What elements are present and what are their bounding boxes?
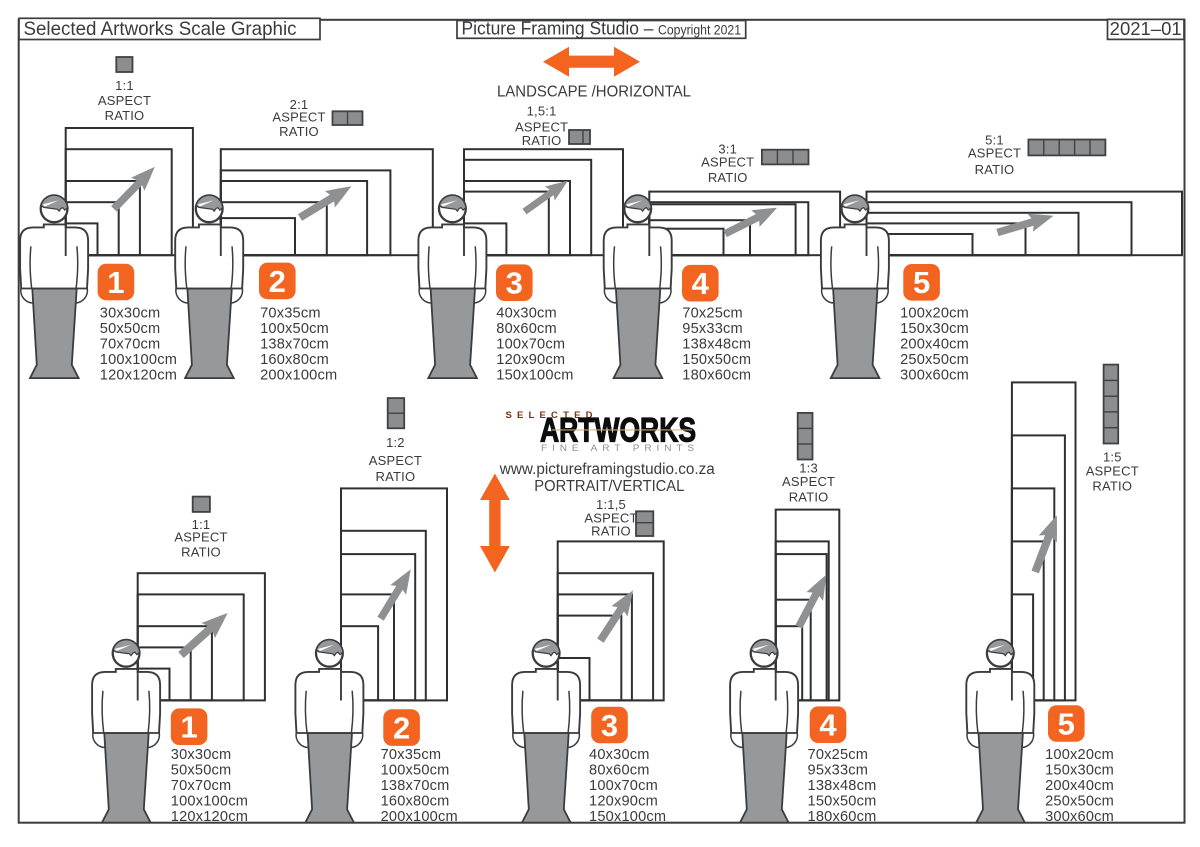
svg-text:40x30cm: 40x30cm xyxy=(496,306,557,322)
svg-text:100x100cm: 100x100cm xyxy=(100,352,177,368)
svg-text:RATIO: RATIO xyxy=(591,524,631,539)
svg-text:120x120cm: 120x120cm xyxy=(100,367,177,383)
svg-text:ASPECT: ASPECT xyxy=(272,110,325,125)
svg-text:150x100cm: 150x100cm xyxy=(589,809,666,825)
svg-text:300x60cm: 300x60cm xyxy=(1045,809,1114,825)
svg-text:30x30cm: 30x30cm xyxy=(171,747,232,763)
svg-text:30x30cm: 30x30cm xyxy=(100,306,161,322)
svg-text:2:1: 2:1 xyxy=(290,97,309,112)
svg-text:1:1: 1:1 xyxy=(115,78,134,93)
svg-text:ASPECT: ASPECT xyxy=(968,145,1021,160)
svg-text:RATIO: RATIO xyxy=(181,545,221,560)
svg-text:3: 3 xyxy=(601,708,618,743)
svg-text:150x50cm: 150x50cm xyxy=(808,794,877,810)
svg-text:ASPECT: ASPECT xyxy=(701,154,754,169)
svg-text:Selected Artworks Scale Graphi: Selected Artworks Scale Graphic xyxy=(24,18,297,40)
svg-text:FINE ART PRINTS: FINE ART PRINTS xyxy=(541,443,699,454)
svg-text:120x90cm: 120x90cm xyxy=(589,794,658,810)
svg-text:160x80cm: 160x80cm xyxy=(381,794,450,810)
svg-text:70x25cm: 70x25cm xyxy=(682,306,743,322)
svg-text:1,5:1: 1,5:1 xyxy=(527,104,557,119)
svg-text:RATIO: RATIO xyxy=(522,133,562,148)
svg-text:138x70cm: 138x70cm xyxy=(381,778,450,794)
svg-text:250x50cm: 250x50cm xyxy=(1045,794,1114,810)
svg-text:ASPECT: ASPECT xyxy=(782,474,835,489)
svg-text:150x100cm: 150x100cm xyxy=(496,367,573,383)
svg-text:Copyright 2021: Copyright 2021 xyxy=(658,22,741,37)
svg-text:180x60cm: 180x60cm xyxy=(682,367,751,383)
svg-text:100x50cm: 100x50cm xyxy=(260,321,329,337)
svg-text:150x30cm: 150x30cm xyxy=(1045,763,1114,779)
svg-text:1: 1 xyxy=(107,265,124,300)
svg-text:RATIO: RATIO xyxy=(376,469,416,484)
svg-text:100x20cm: 100x20cm xyxy=(900,306,969,322)
svg-text:70x35cm: 70x35cm xyxy=(381,747,442,763)
svg-text:138x48cm: 138x48cm xyxy=(808,778,877,794)
svg-text:100x50cm: 100x50cm xyxy=(381,763,450,779)
svg-text:250x50cm: 250x50cm xyxy=(900,352,969,368)
svg-text:5: 5 xyxy=(1058,706,1075,741)
svg-text:300x60cm: 300x60cm xyxy=(900,367,969,383)
svg-text:100x100cm: 100x100cm xyxy=(171,794,248,810)
svg-text:100x70cm: 100x70cm xyxy=(589,778,658,794)
svg-text:RATIO: RATIO xyxy=(279,124,319,139)
svg-text:RATIO: RATIO xyxy=(975,162,1015,177)
svg-text:3: 3 xyxy=(506,266,523,301)
svg-text:138x48cm: 138x48cm xyxy=(682,337,751,353)
svg-text:100x20cm: 100x20cm xyxy=(1045,747,1114,763)
svg-text:ASPECT: ASPECT xyxy=(98,93,151,108)
svg-text:LANDSCAPE /HORIZONTAL: LANDSCAPE /HORIZONTAL xyxy=(497,83,691,100)
svg-text:50x50cm: 50x50cm xyxy=(100,321,161,337)
svg-text:3:1: 3:1 xyxy=(718,141,737,156)
svg-text:200x100cm: 200x100cm xyxy=(381,809,458,825)
svg-text:120x120cm: 120x120cm xyxy=(171,809,248,825)
svg-text:180x60cm: 180x60cm xyxy=(808,809,877,825)
svg-text:2: 2 xyxy=(269,264,286,299)
svg-text:160x80cm: 160x80cm xyxy=(260,352,329,368)
svg-text:www.pictureframingstudio.co.za: www.pictureframingstudio.co.za xyxy=(499,461,715,478)
svg-text:95x33cm: 95x33cm xyxy=(682,321,743,337)
svg-text:RATIO: RATIO xyxy=(1092,479,1132,494)
svg-text:2: 2 xyxy=(393,711,410,746)
svg-text:1: 1 xyxy=(180,710,197,745)
svg-text:5:1: 5:1 xyxy=(985,132,1004,147)
svg-text:70x70cm: 70x70cm xyxy=(171,778,232,794)
svg-text:120x90cm: 120x90cm xyxy=(496,352,565,368)
svg-text:50x50cm: 50x50cm xyxy=(171,763,232,779)
svg-text:40x30cm: 40x30cm xyxy=(589,747,650,763)
svg-text:4: 4 xyxy=(692,266,710,301)
svg-text:95x33cm: 95x33cm xyxy=(808,763,869,779)
svg-text:2021–01: 2021–01 xyxy=(1110,18,1182,39)
svg-text:1:5: 1:5 xyxy=(1103,450,1122,465)
svg-text:1:3: 1:3 xyxy=(799,460,818,475)
svg-text:150x50cm: 150x50cm xyxy=(682,352,751,368)
svg-text:RATIO: RATIO xyxy=(708,170,748,185)
svg-text:70x25cm: 70x25cm xyxy=(808,747,869,763)
svg-text:70x70cm: 70x70cm xyxy=(100,337,161,353)
svg-text:RATIO: RATIO xyxy=(105,108,145,123)
svg-text:Picture Framing Studio –: Picture Framing Studio – xyxy=(462,17,655,38)
svg-text:80x60cm: 80x60cm xyxy=(496,321,557,337)
svg-text:80x60cm: 80x60cm xyxy=(589,763,650,779)
svg-text:ASPECT: ASPECT xyxy=(584,511,637,526)
svg-text:PORTRAIT/VERTICAL: PORTRAIT/VERTICAL xyxy=(534,478,684,495)
svg-text:5: 5 xyxy=(913,265,930,300)
svg-text:ASPECT: ASPECT xyxy=(174,530,227,545)
svg-text:200x40cm: 200x40cm xyxy=(1045,778,1114,794)
svg-text:138x70cm: 138x70cm xyxy=(260,337,329,353)
svg-text:ASPECT: ASPECT xyxy=(1086,464,1139,479)
svg-text:70x35cm: 70x35cm xyxy=(260,306,321,322)
svg-text:100x70cm: 100x70cm xyxy=(496,337,565,353)
svg-text:200x40cm: 200x40cm xyxy=(900,337,969,353)
svg-text:200x100cm: 200x100cm xyxy=(260,367,337,383)
svg-text:4: 4 xyxy=(819,708,837,743)
svg-text:1:1: 1:1 xyxy=(192,517,211,532)
svg-text:150x30cm: 150x30cm xyxy=(900,321,969,337)
svg-text:1:2: 1:2 xyxy=(386,435,405,450)
svg-text:ASPECT: ASPECT xyxy=(369,453,422,468)
svg-text:ASPECT: ASPECT xyxy=(515,119,568,134)
svg-text:1:1,5: 1:1,5 xyxy=(596,497,626,512)
svg-text:RATIO: RATIO xyxy=(789,489,829,504)
